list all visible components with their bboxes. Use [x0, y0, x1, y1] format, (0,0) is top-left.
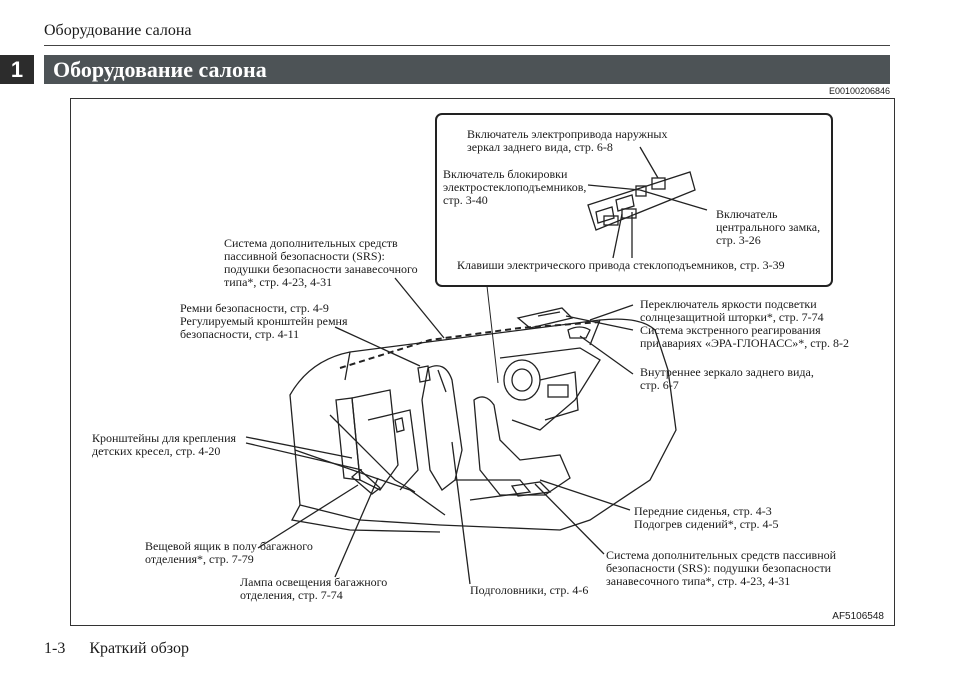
label-srs-curtain-bottom: Система дополнительных средств пассивной… — [606, 548, 837, 588]
label-window-lock: Включатель блокировки электростеклоподъе… — [443, 167, 587, 207]
document-code: E00100206846 — [828, 86, 890, 96]
label-window-keys: Клавиши электрического привода стеклопод… — [457, 258, 785, 272]
footer-page-number: 1-3 — [44, 640, 66, 657]
label-child-seat-anchors: Кронштейны для крепления детских кресел,… — [92, 431, 237, 458]
door-switch-inset — [435, 113, 833, 287]
page-footer: 1-3 Краткий обзор — [44, 640, 189, 658]
section-title: Оборудование салона — [44, 55, 890, 84]
label-cargo-lamp: Лампа освещения багажного отделения, стр… — [240, 575, 388, 602]
label-seat-belts: Ремни безопасности, стр. 4-9 Регулируемы… — [180, 301, 348, 341]
label-sunvisor-era: Переключатель яркости подсветки солнцеза… — [640, 297, 849, 350]
label-rear-mirror: Внутреннее зеркало заднего вида, стр. 6-… — [640, 365, 814, 392]
running-header: Оборудование салона — [44, 22, 192, 39]
label-srs-curtain-top: Система дополнительных средств пассивной… — [224, 236, 418, 289]
label-central-lock: Включатель центрального замка, стр. 3-26 — [716, 207, 821, 247]
label-front-seats: Передние сиденья, стр. 4-3 Подогрев сиде… — [634, 504, 779, 531]
figure-frame — [70, 98, 895, 626]
figure-code: AF5106548 — [832, 611, 884, 622]
label-floor-box: Вещевой ящик в полу багажного отделения*… — [145, 539, 313, 566]
chapter-number-tab: 1 — [0, 55, 34, 84]
label-headrests: Подголовники, стр. 4-6 — [470, 583, 589, 597]
footer-chapter-title: Краткий обзор — [89, 640, 189, 657]
label-mirror-switch: Включатель электропривода наружных зерка… — [467, 127, 668, 154]
header-rule — [44, 45, 890, 46]
